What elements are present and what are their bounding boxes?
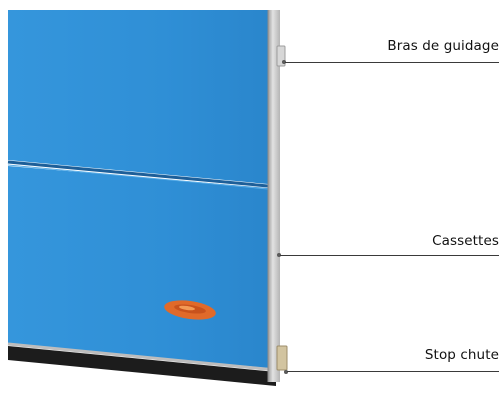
side-rail	[268, 10, 280, 382]
drop-stop-leader-line	[287, 371, 499, 372]
cassettes-label: Cassettes	[432, 233, 499, 249]
bottom-seal	[8, 346, 276, 386]
cassettes-leader-line	[280, 255, 499, 256]
drop-stop-label: Stop chute	[424, 347, 499, 363]
guide-arm-anchor	[282, 60, 286, 64]
drop-stop-anchor	[284, 370, 288, 374]
guide-arm-leader-line	[285, 62, 499, 63]
door-panel-lower	[8, 166, 268, 368]
panel-joint	[7, 160, 269, 188]
sectional-door-illustration	[7, 10, 288, 386]
drop-stop-bracket	[276, 345, 288, 371]
cassettes-anchor	[277, 253, 281, 257]
door-handle	[164, 300, 216, 320]
guide-arm-label: Bras de guidage	[387, 38, 499, 54]
door-panel-upper	[8, 10, 268, 184]
